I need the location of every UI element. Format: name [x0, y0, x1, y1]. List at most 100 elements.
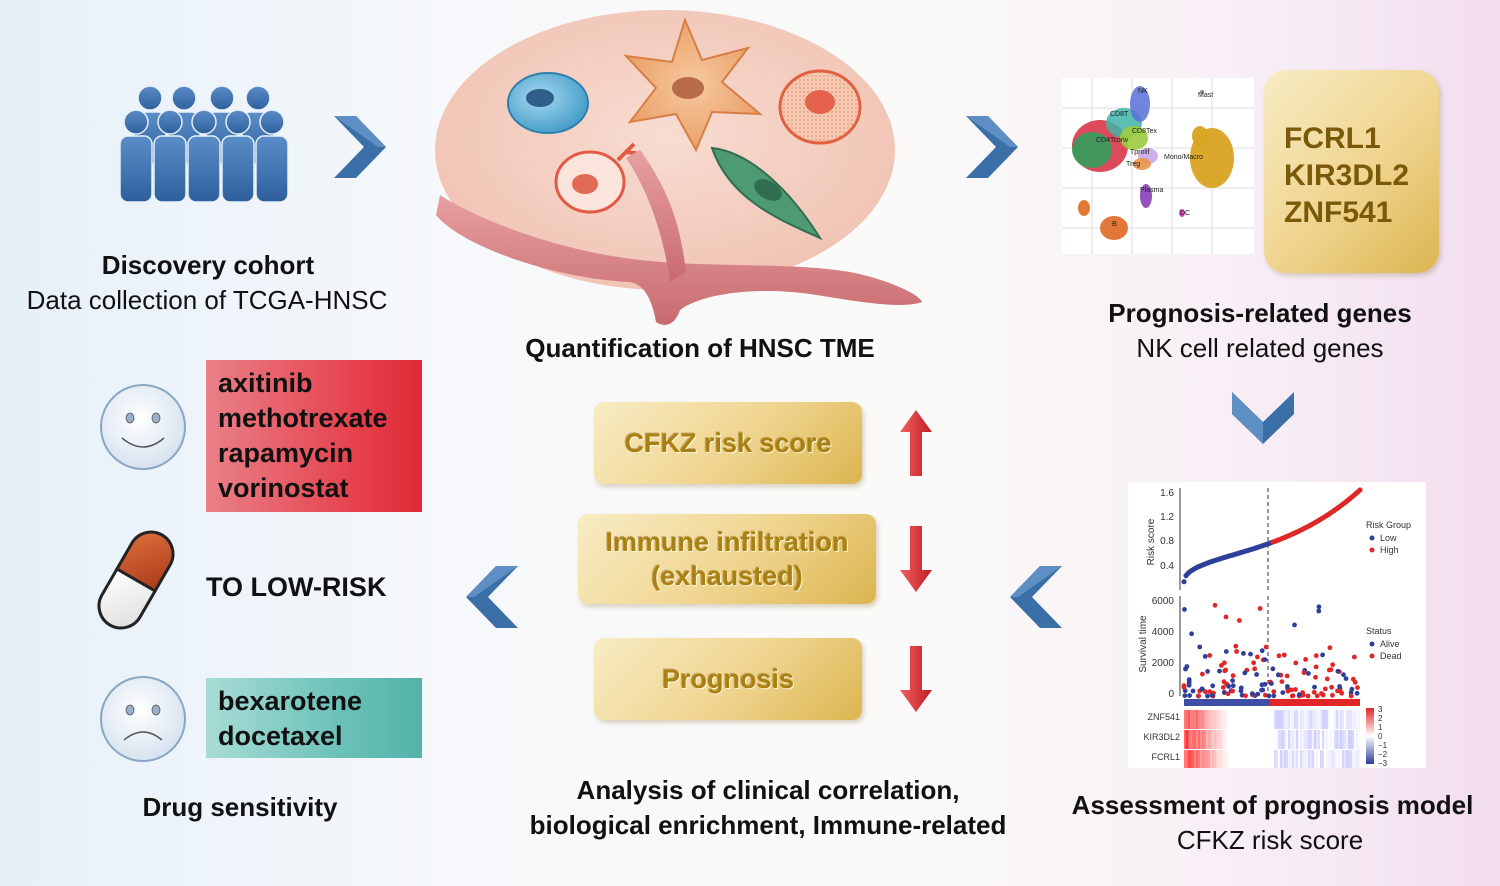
survival-point [1305, 693, 1311, 699]
heatmap-cell [1324, 710, 1327, 729]
heatmap-cell [1258, 710, 1261, 729]
heatmap-cell [1354, 750, 1357, 769]
survival-point [1301, 670, 1307, 676]
heatmap-cell [1230, 710, 1233, 729]
heatmap-cell [1204, 730, 1207, 749]
survival-point [1217, 668, 1222, 674]
heatmap-cell [1282, 730, 1285, 749]
survival-point [1279, 679, 1285, 684]
heatmap-cell [1208, 750, 1211, 769]
survival-point [1269, 681, 1274, 686]
heatmap-cell [1240, 730, 1243, 749]
heatmap-cell [1304, 710, 1307, 729]
heatmap-cell [1358, 750, 1361, 769]
heatmap-cell [1258, 750, 1261, 769]
heatmap-cell [1222, 750, 1225, 769]
survival-point [1226, 683, 1231, 689]
survival-point [1184, 664, 1190, 669]
heatmap-cell [1196, 710, 1199, 729]
survival-point [1202, 654, 1208, 659]
heatmap-cell [1300, 750, 1303, 769]
drug-sensitivity-title: Drug sensitivity [142, 792, 338, 822]
heatmap-cell [1274, 730, 1277, 749]
survival-point [1293, 687, 1298, 692]
heatmap-cell [1314, 730, 1317, 749]
heatmap-cell [1346, 710, 1349, 729]
gene-list: FCRL1 KIR3DL2 ZNF541 [1284, 120, 1409, 231]
assessment-subtitle: CFKZ risk score [1176, 825, 1364, 855]
legend-title: Risk Group [1366, 520, 1411, 530]
umap-label: CD8Tex [1132, 128, 1157, 135]
heatmap-cell [1296, 750, 1299, 769]
heatmap-cell [1262, 730, 1265, 749]
survival-point [1230, 673, 1236, 679]
heatmap-cell [1282, 750, 1285, 769]
heatmap-cell [1224, 750, 1227, 769]
umap-label: Tprolif [1130, 149, 1150, 156]
heatmap-cell [1240, 750, 1243, 769]
heatmap-cell [1278, 710, 1281, 729]
heatmap-cell [1226, 750, 1229, 769]
heatmap-cell [1310, 730, 1313, 749]
dendritic-cell-icon [623, 17, 763, 153]
y-tick: 1.6 [1160, 488, 1174, 499]
heatmap-cell [1326, 730, 1329, 749]
umap-label: DC [1180, 210, 1190, 217]
survival-point [1312, 684, 1317, 690]
heatmap-cell [1278, 750, 1281, 769]
heatmap-cell [1290, 750, 1293, 769]
survival-point [1230, 688, 1235, 694]
heatmap-cell [1242, 710, 1245, 729]
heatmap-cell [1294, 710, 1297, 729]
heatmap-cell [1264, 750, 1267, 769]
heatmap-cell [1332, 710, 1335, 729]
heatmap-cell [1332, 730, 1335, 749]
heatmap-cell [1332, 750, 1335, 769]
heatmap-cell [1288, 730, 1291, 749]
scale-tick: −2 [1378, 750, 1388, 759]
survival-point [1209, 693, 1215, 698]
heatmap-cell [1276, 710, 1279, 729]
survival-point [1221, 679, 1227, 685]
heatmap-cell [1260, 710, 1263, 729]
survival-point [1197, 644, 1203, 650]
fibroblast-icon [710, 146, 823, 241]
heatmap-cell [1202, 750, 1205, 769]
survival-point [1324, 676, 1330, 682]
survival-point [1241, 651, 1246, 656]
heatmap-cell [1222, 710, 1225, 729]
heatmap-cell [1316, 750, 1319, 769]
heatmap-cell [1228, 750, 1231, 769]
survival-point [1257, 606, 1263, 611]
heatmap-cell [1346, 730, 1349, 749]
prognosis-label: Prognosis [661, 664, 795, 694]
heatmap-cell [1232, 730, 1235, 749]
heatmap-cell [1274, 710, 1277, 729]
heatmap-cell [1232, 710, 1235, 729]
heatmap-cell [1238, 710, 1241, 729]
heatmap-cell [1252, 730, 1255, 749]
heatmap-cell [1188, 730, 1191, 749]
heatmap-cell [1192, 730, 1195, 749]
survival-point [1259, 687, 1264, 693]
heatmap-cell [1256, 750, 1259, 769]
survival-point [1348, 693, 1354, 699]
analysis-caption-line1: Analysis of clinical correlation, [576, 775, 960, 805]
analysis-caption-line2: biological enrichment, Immune-related [529, 810, 1007, 840]
heatmap-cell [1272, 710, 1275, 729]
heatmap-cell [1200, 730, 1203, 749]
heatmap-cell [1252, 710, 1255, 729]
heatmap-cell [1220, 730, 1223, 749]
heatmap-cell [1348, 750, 1351, 769]
y-axis-label: Survival time [1138, 615, 1149, 673]
scale-tick: 1 [1378, 723, 1383, 732]
survival-point [1234, 649, 1239, 654]
heatmap-cell [1276, 750, 1279, 769]
survival-point [1255, 691, 1261, 697]
survival-point [1262, 657, 1268, 662]
survival-point [1254, 672, 1259, 677]
survival-point [1271, 693, 1277, 699]
heatmap-cell [1294, 750, 1297, 769]
survival-point [1352, 654, 1357, 660]
heatmap-cell [1318, 750, 1321, 769]
